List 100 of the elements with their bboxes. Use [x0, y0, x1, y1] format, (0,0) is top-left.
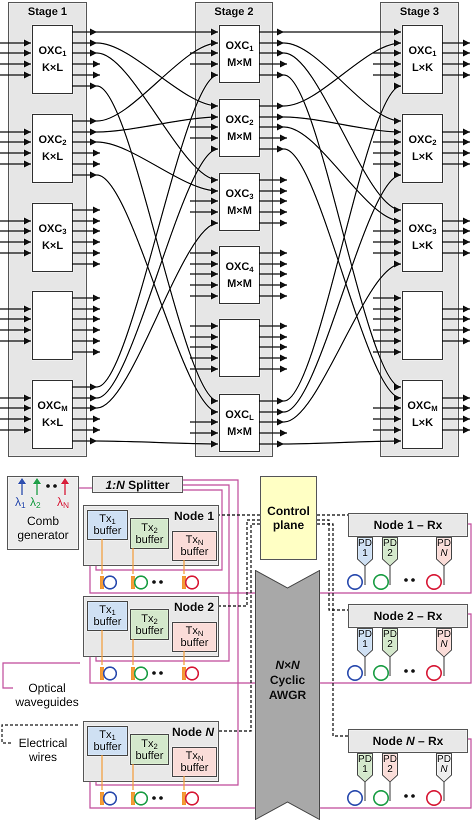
switch-size: K×L	[42, 240, 64, 252]
arrow	[259, 260, 402, 426]
arrow	[190, 322, 218, 330]
arrow	[72, 238, 100, 246]
arrow	[72, 60, 100, 68]
switch-box	[219, 394, 260, 452]
stage-title: Stage 2	[214, 6, 254, 19]
arrow	[373, 316, 401, 322]
arrow	[72, 160, 100, 168]
router-block	[255, 570, 320, 820]
arrow	[373, 50, 401, 56]
photodiode-label: PD 1	[357, 539, 373, 559]
waveguide-line	[183, 651, 185, 665]
arrow	[259, 60, 287, 68]
router-label: N×N Cyclic AWGR	[268, 658, 308, 702]
photodiode-symbol	[357, 628, 373, 676]
arrow	[259, 176, 287, 184]
arrow	[259, 322, 287, 330]
waveguide-line	[89, 657, 255, 684]
arrow	[373, 160, 401, 168]
arrow	[190, 418, 218, 426]
stage-panel	[380, 2, 459, 457]
arrow	[72, 138, 218, 194]
arrow	[259, 50, 402, 214]
dashed-wire	[219, 514, 260, 516]
arrow	[0, 394, 31, 402]
switch-box	[32, 203, 73, 272]
arrow	[0, 60, 31, 68]
switch-size: L×K	[412, 417, 434, 429]
arrow	[0, 128, 31, 136]
switch-box	[32, 25, 73, 94]
arrow	[259, 28, 401, 36]
switch-size: K×L	[42, 62, 64, 74]
arrow	[72, 218, 100, 224]
control-box	[260, 476, 317, 560]
ring-modulator	[131, 574, 148, 591]
waveguide-line	[132, 548, 134, 574]
arrow	[190, 430, 218, 436]
switch-name: OXC$_{2}$	[408, 134, 437, 146]
photodiode-label: PD N	[436, 630, 452, 650]
node-title: Node 1	[174, 509, 214, 523]
switch-size: K×L	[42, 151, 64, 163]
arrow	[0, 306, 31, 312]
arrow	[259, 430, 287, 436]
arrow	[0, 404, 31, 412]
arrow	[259, 344, 287, 350]
arrow	[373, 150, 401, 156]
receiver-box	[348, 513, 468, 537]
arrow	[72, 250, 100, 256]
switch-name: OXC$_{1}$	[408, 45, 437, 57]
arrow	[259, 366, 287, 372]
arrow	[72, 294, 100, 302]
arrow	[259, 354, 287, 362]
arrow	[442, 160, 470, 168]
arrow	[72, 326, 100, 334]
arrow	[373, 348, 401, 356]
switch-size: L×K	[412, 240, 434, 252]
arrow	[442, 394, 470, 402]
arrow	[0, 228, 31, 234]
buffer-box	[87, 510, 128, 540]
switch-name: OXC$_{2}$	[225, 114, 254, 126]
waveguide-line	[320, 523, 472, 594]
switch-name: OXC$_{1}$	[38, 45, 67, 57]
receiver-title: Node 1 – Rx	[374, 518, 442, 532]
arrow	[72, 206, 100, 214]
generator-box	[7, 476, 79, 550]
arrow	[373, 138, 401, 146]
ring-modulator	[100, 665, 117, 682]
dashed-wire	[317, 514, 348, 516]
arrow	[0, 138, 31, 146]
arrow	[72, 228, 100, 234]
photodiode-label: PD N	[436, 755, 452, 775]
photodiode-label: PD 1	[357, 630, 373, 650]
arrow	[373, 228, 401, 234]
arrow	[0, 218, 31, 224]
arrow	[0, 250, 31, 256]
waveguide-line	[89, 782, 255, 809]
ring-resonator	[373, 790, 389, 806]
ring-modulator	[182, 790, 199, 807]
wavelength-label: λ$_{N}$	[57, 496, 70, 509]
arrow	[442, 50, 470, 56]
switch-box	[219, 319, 260, 377]
switch-size: K×L	[42, 417, 64, 429]
arrow	[373, 72, 401, 78]
arrow	[0, 416, 31, 422]
switch-box	[32, 114, 73, 183]
arrow	[72, 348, 100, 356]
waveguide-line	[89, 566, 255, 594]
ring-modulator	[100, 574, 117, 591]
arrow	[72, 220, 218, 412]
ring-resonator	[347, 790, 363, 806]
receiver-title: Node 2 – Rx	[374, 609, 442, 623]
arrow	[373, 326, 401, 334]
arrow	[442, 228, 470, 234]
buffer-label: Tx$_{2}$ buffer	[134, 522, 164, 546]
arrow	[259, 124, 402, 224]
buffer-box	[172, 622, 217, 652]
arrow	[373, 250, 401, 256]
stage-title: Stage 3	[400, 6, 440, 19]
receiver-box	[348, 604, 468, 628]
